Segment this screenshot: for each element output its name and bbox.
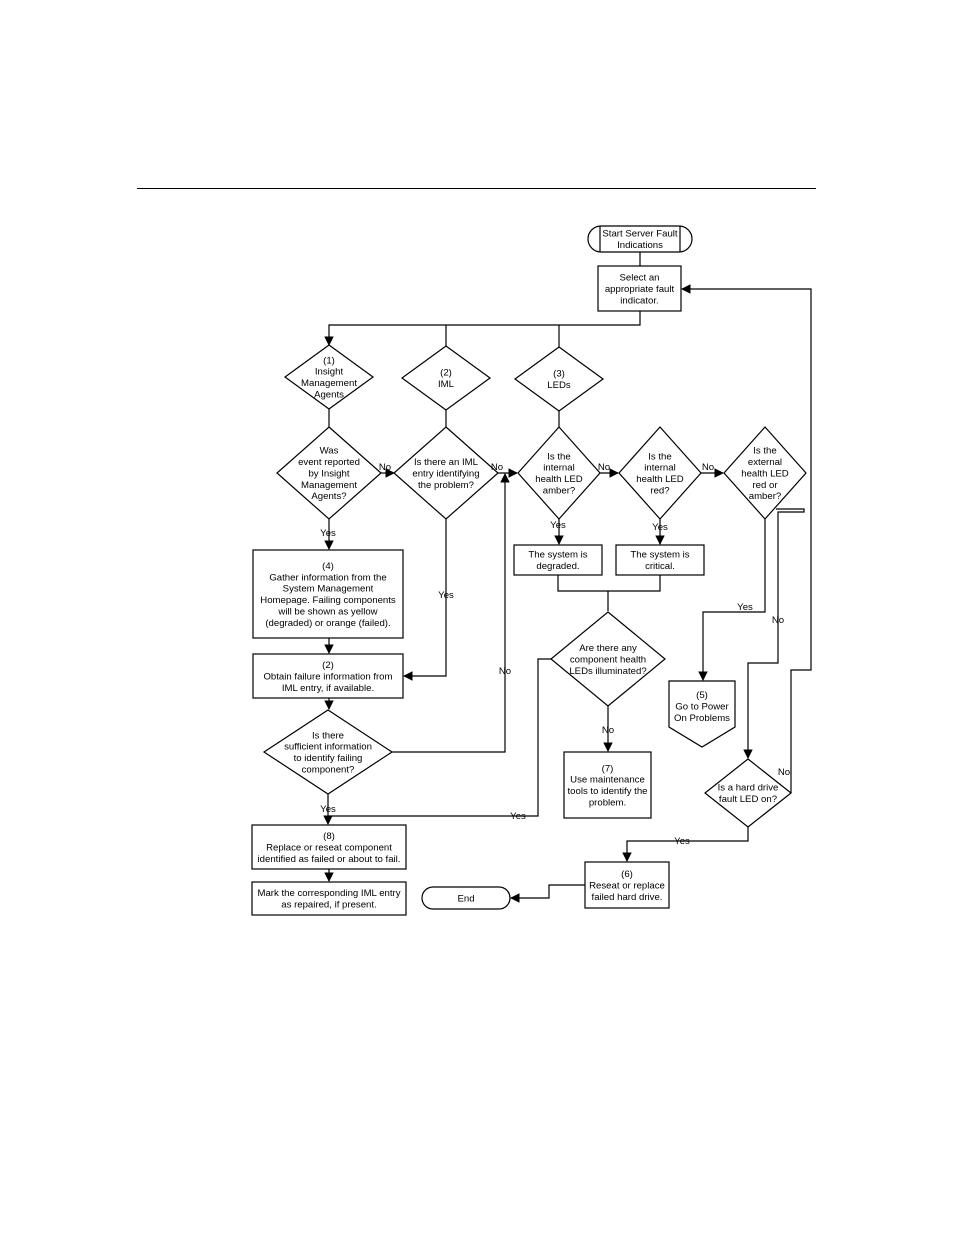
label-yes-red: Yes xyxy=(652,522,668,533)
external-no-to-harddrive xyxy=(743,508,805,759)
label-no-red: No xyxy=(702,462,714,473)
label-no-iml: No xyxy=(491,462,503,473)
iml-yes-to-step2 xyxy=(403,519,447,681)
iml-diamond-text: (2)IML xyxy=(438,368,455,390)
label-yes-iml: Yes xyxy=(438,590,454,601)
step6-to-end xyxy=(510,884,585,903)
label-yes-component: Yes xyxy=(510,811,526,822)
label-yes-event: Yes xyxy=(320,528,336,539)
label-yes-amber: Yes xyxy=(550,520,566,531)
label-no-harddrive: No xyxy=(778,767,790,778)
label-yes-external: Yes xyxy=(737,602,753,613)
harddrive-no-loop xyxy=(681,284,812,793)
label-no-component: No xyxy=(602,725,614,736)
label-no-external: No xyxy=(772,615,784,626)
leds-diamond: (3)LEDs xyxy=(513,346,605,412)
component-yes-to-step8 xyxy=(328,658,551,817)
merge-degraded-critical xyxy=(557,575,661,592)
label-no-amber: No xyxy=(598,462,610,473)
label-yes-sufficient: Yes xyxy=(320,804,336,815)
end-terminal-text: End xyxy=(457,893,474,904)
label-no-event: No xyxy=(379,462,391,473)
label-yes-harddrive: Yes xyxy=(674,836,690,847)
sufficient-no-loop xyxy=(392,473,510,753)
external-yes-to-step5 xyxy=(698,519,766,681)
end-terminal: End xyxy=(421,886,511,910)
header-rule xyxy=(137,188,816,189)
label-no-sufficient: No xyxy=(499,666,511,677)
leds-diamond-text: (3)LEDs xyxy=(547,369,571,391)
iml-diamond: (2)IML xyxy=(400,345,492,411)
connectors xyxy=(323,252,812,903)
harddrive-yes-to-step6 xyxy=(622,827,749,862)
select-to-branches xyxy=(324,311,641,346)
